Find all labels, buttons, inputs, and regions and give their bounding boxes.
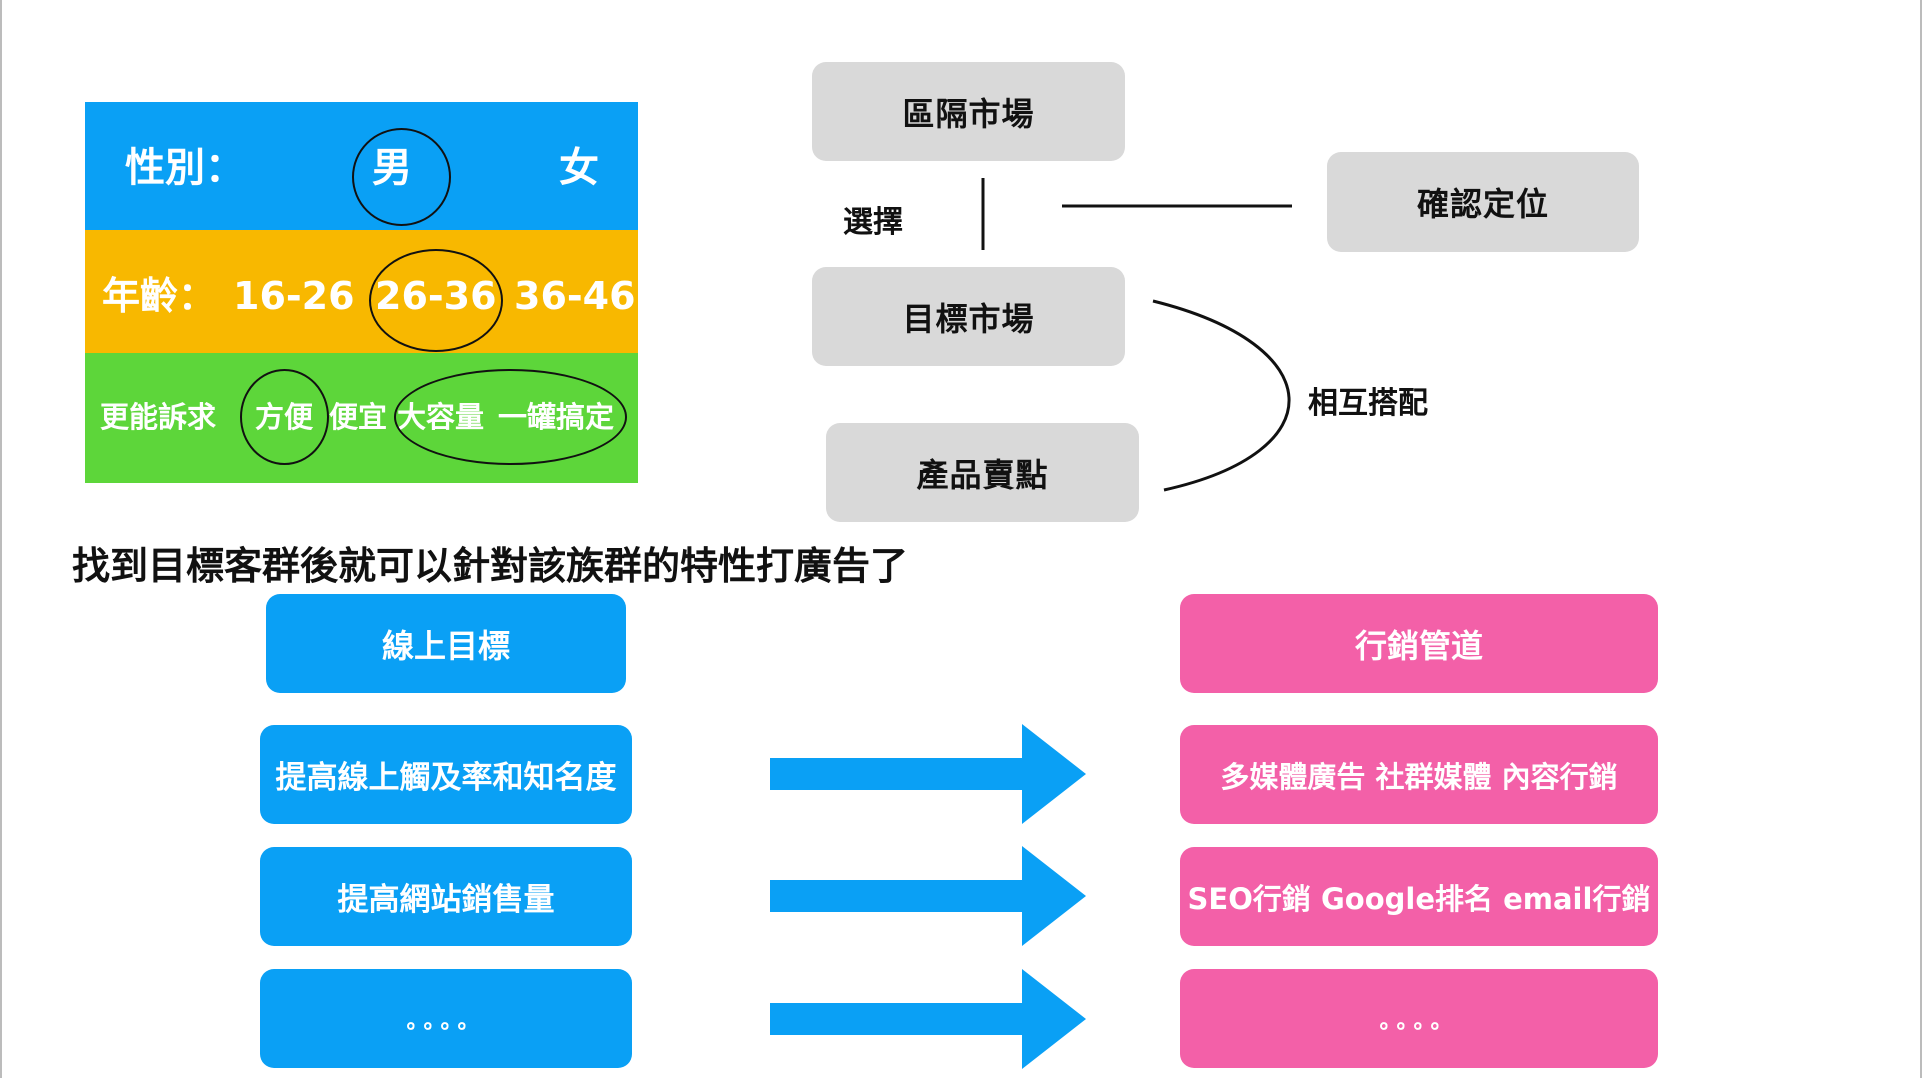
need-cheap: 便宜 bbox=[329, 400, 388, 434]
age-row bbox=[85, 230, 638, 353]
select-label: 選擇 bbox=[843, 205, 903, 240]
match-bracket-curve bbox=[1152, 299, 1291, 492]
channel-box-1: 多媒體廣告 社群媒體 內容行銷 bbox=[1180, 725, 1658, 824]
match-label: 相互搭配 bbox=[1308, 386, 1428, 421]
marketing-channels-header: 行銷管道 bbox=[1180, 594, 1658, 693]
age-26-36-circle bbox=[369, 249, 503, 352]
segment-market-box: 區隔市場 bbox=[812, 62, 1125, 161]
capacity-circle bbox=[394, 369, 627, 465]
confirm-positioning-box: 確認定位 bbox=[1327, 152, 1639, 252]
age-36-46: 36-46 bbox=[514, 274, 636, 318]
target-market-box: 目標市場 bbox=[812, 267, 1125, 366]
needs-label: 更能訴求 bbox=[100, 400, 217, 434]
arrow-icon bbox=[770, 969, 1086, 1069]
goal-box-2: 提高網站銷售量 bbox=[260, 847, 632, 946]
channel-box-2: SEO行銷 Google排名 email行銷 bbox=[1180, 847, 1658, 946]
goal-box-3: 。。。。 bbox=[260, 969, 632, 1068]
age-16-26: 16-26 bbox=[233, 274, 355, 318]
left-border bbox=[0, 0, 2, 1078]
arrow-icon bbox=[770, 846, 1086, 946]
male-circle bbox=[352, 128, 451, 226]
goal-box-1: 提高線上觸及率和知名度 bbox=[260, 725, 632, 824]
gender-label: 性別： bbox=[125, 145, 245, 191]
right-border bbox=[1920, 0, 1922, 1078]
gender-female: 女 bbox=[559, 145, 599, 191]
channel-box-3: 。。。。 bbox=[1180, 969, 1658, 1068]
convenient-circle bbox=[240, 369, 329, 465]
arrow-icon bbox=[770, 724, 1086, 824]
product-selling-point-box: 產品賣點 bbox=[826, 423, 1139, 522]
section-heading: 找到目標客群後就可以針對該族群的特性打廣告了 bbox=[72, 544, 909, 588]
age-label: 年齡： bbox=[102, 274, 217, 318]
online-goals-header: 線上目標 bbox=[266, 594, 626, 693]
